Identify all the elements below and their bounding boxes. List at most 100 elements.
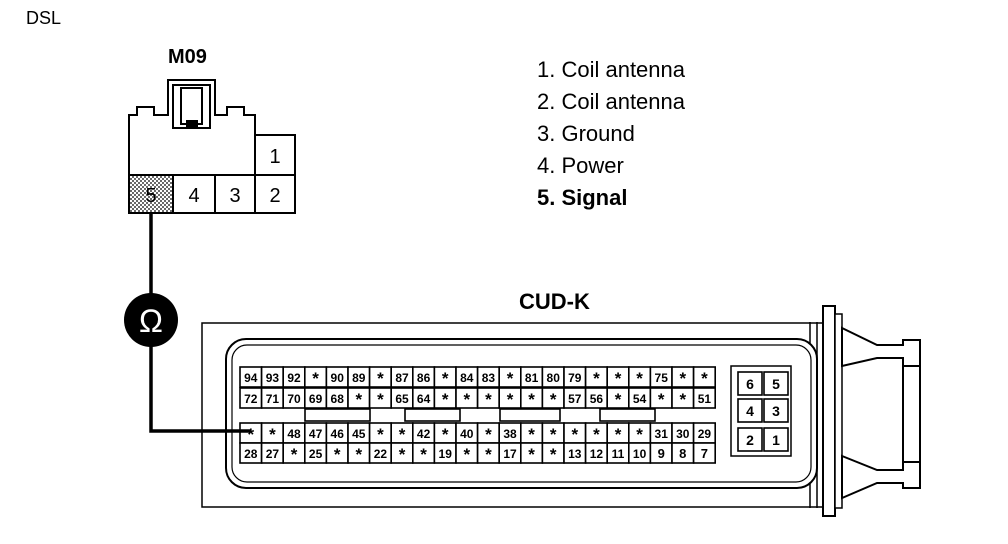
cudk-pin-unused-mark: * [442,369,449,388]
cudk-pin-unused-mark: * [658,390,665,409]
cudk-small-pin-cell [763,371,789,396]
m09-pin-5-label: 5 [145,185,156,207]
legend-item-3: 3. Ground [537,121,635,146]
cudk-small-pin-label: 2 [746,432,754,448]
cudk-pin-label: 48 [287,427,301,441]
cudk-pin-label: 57 [568,392,582,406]
cudk-pin-label: 31 [655,427,669,441]
cudk-pin-label: 38 [503,427,517,441]
cudk-pin-label: 10 [633,447,647,461]
cudk-small-pin-cell [763,398,789,423]
cudk-pin-label: 13 [568,447,582,461]
cudk-pin-unused-mark: * [269,425,276,444]
cudk-pin-label: 84 [460,371,474,385]
cudk-pin-unused-mark: * [377,369,384,388]
cudk-pin-unused-mark: * [636,425,643,444]
cudk-pin-label: 75 [655,371,669,385]
cudk-pin-unused-mark: * [485,445,492,464]
cudk-pin-unused-mark: * [615,390,622,409]
legend-item-1: 1. Coil antenna [537,57,685,82]
cudk-inner-frame-inset [231,344,812,483]
cudk-pin-unused-mark: * [550,425,557,444]
legend-item-5: 5. Signal [537,185,628,210]
cudk-pin-label: 64 [417,392,431,406]
cudk-pin-label: 25 [309,447,323,461]
cudk-pin-unused-mark: * [247,425,254,444]
cudk-pin-unused-mark: * [550,445,557,464]
cudk-key-tab [304,408,371,422]
m09-pin-4-cell [172,174,216,214]
cudk-small-pin-label: 6 [746,376,754,392]
cudk-pin-unused-mark: * [334,445,341,464]
cudk-pin-unused-mark: * [485,425,492,444]
cudk-pin-unused-mark: * [463,390,470,409]
m09-pin-3-cell [214,174,256,214]
cudk-pin-cell [692,387,716,409]
cudk-pin-label: 72 [244,392,258,406]
cudk-pin-unused-mark: * [701,369,708,388]
cudk-pin-label: 28 [244,447,258,461]
cudk-key-tab [499,408,561,422]
cudk-small-pin-cell [737,427,763,452]
cudk-pin-unused-mark: * [312,369,319,388]
cudk-pin-unused-mark: * [377,425,384,444]
m09-pin-1-label: 1 [269,146,280,168]
cudk-pin-unused-mark: * [355,445,362,464]
cudk-pin-unused-mark: * [679,390,686,409]
m09-latch-inner [180,87,203,125]
cudk-pin-label: 9 [658,446,665,461]
cudk-pin-label: 17 [503,447,517,461]
cudk-pin-unused-mark: * [420,445,427,464]
cudk-pin-label: 68 [331,392,345,406]
cudk-pin-unused-mark: * [679,369,686,388]
cudk-pin-label: 27 [266,447,280,461]
cudk-pin-label: 56 [590,392,604,406]
cudk-pin-label: 47 [309,427,323,441]
cudk-pin-unused-mark: * [485,390,492,409]
m09-latch-tab [186,120,198,129]
m09-pin-2-cell [254,174,296,214]
cudk-pin-label: 30 [676,427,690,441]
cudk-pin-label: 11 [612,447,625,461]
cudk-pin-label: 71 [266,392,280,406]
cudk-pin-label: 65 [395,392,409,406]
cudk-pin-label: 94 [244,371,258,385]
cudk-small-pin-label: 3 [772,403,780,419]
cudk-pin-unused-mark: * [636,369,643,388]
m09-pin-1-cell [254,134,296,176]
cudk-flange-rim [834,313,843,509]
cudk-pin-unused-mark: * [291,445,298,464]
cudk-small-pin-cell [737,398,763,423]
cudk-pin-label: 54 [633,392,647,406]
cudk-pin-label: 80 [547,371,561,385]
cudk-key-tab [599,408,656,422]
cudk-pin-label: 87 [395,371,409,385]
cudk-pin-unused-mark: * [571,425,578,444]
cudk-pin-unused-mark: * [355,390,362,409]
cudk-key-tab [404,408,461,422]
cudk-lock-upper [841,326,921,368]
legend-item-2: 2. Coil antenna [537,89,685,114]
cudk-pin-label: 19 [439,447,453,461]
pin-legend: 1. Coil antenna 2. Coil antenna 3. Groun… [537,54,685,214]
cudk-pin-cell [692,366,716,388]
cudk-pin-label: 46 [331,427,345,441]
signal-wire [149,213,251,433]
cudk-pin-cell [692,442,716,464]
cudk-lock-bar [902,365,921,463]
cudk-pin-unused-mark: * [528,390,535,409]
cudk-flange-plate [822,305,836,517]
cudk-pin-unused-mark: * [399,445,406,464]
cudk-pin-label: 83 [482,371,496,385]
cudk-pin-label: 89 [352,371,366,385]
cudk-small-pin-label: 4 [746,403,754,419]
cudk-pin-label: 70 [287,392,301,406]
cudk-pin-label: 79 [568,371,582,385]
m09-pin-3-label: 3 [229,185,240,207]
cudk-pin-label: 7 [701,446,708,461]
cudk-pin-unused-mark: * [528,445,535,464]
cudk-pin-label: 22 [374,447,388,461]
